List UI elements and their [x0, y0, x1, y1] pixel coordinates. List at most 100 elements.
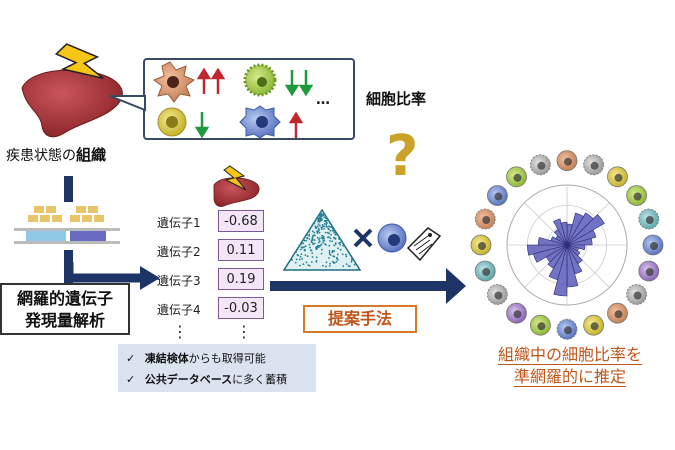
- triangle-dot: [342, 265, 345, 268]
- flow-arrow-to-genes: [64, 262, 160, 290]
- triangle-dot: [334, 233, 336, 236]
- triangle-dot: [328, 244, 331, 247]
- triangle-dot: [319, 244, 322, 247]
- triangle-dot: [353, 263, 356, 266]
- analysis-line-1: 網羅的遺伝子: [16, 289, 113, 308]
- tissue-label-prefix: 疾患状態の: [6, 148, 76, 164]
- triangle-dot: [308, 231, 310, 233]
- rose-bar: [527, 244, 568, 256]
- gene-label-1: 遺伝子1: [157, 216, 201, 230]
- triangle-dot: [328, 249, 331, 252]
- up-arrows-icon: [196, 67, 226, 94]
- triangle-dot: [298, 258, 301, 261]
- triangle-dot: [314, 225, 317, 228]
- triangle-dot: [325, 265, 327, 268]
- triangle-dot: [308, 264, 311, 267]
- result-text: 組織中の細胞比率を 準網羅的に推定: [470, 344, 670, 388]
- triangle-dot: [318, 213, 320, 216]
- triangle-dot: [334, 243, 337, 246]
- rose-bar: [560, 221, 568, 246]
- triangle-dot: [311, 238, 314, 241]
- triangle-dot: [300, 253, 303, 256]
- triangle-dot: [305, 239, 308, 242]
- triangle-dot: [304, 249, 306, 252]
- labeled-cell-icon: [377, 223, 407, 253]
- triangle-dot: [304, 245, 307, 248]
- triangle-dot: [318, 244, 321, 247]
- triangle-dot: [328, 257, 330, 259]
- triangle-dot: [299, 264, 301, 267]
- triangle-dot: [345, 255, 348, 258]
- triangle-dot: [313, 242, 316, 245]
- triangle-dot: [313, 234, 315, 236]
- triangle-dot: [317, 241, 320, 244]
- triangle-dot: [316, 247, 318, 250]
- tissue-label: 疾患状態の組織: [6, 144, 106, 165]
- ring-cell-icon: [626, 284, 647, 305]
- ring-cell-icon: [583, 154, 604, 176]
- cell-yellow-icon: [157, 107, 187, 137]
- triangle-dot: [323, 213, 326, 216]
- triangle-dot: [330, 233, 332, 236]
- triangle-dot: [349, 265, 351, 268]
- tissue-label-emphasis: 組織: [76, 146, 107, 164]
- triangle-dot: [310, 249, 313, 252]
- triangle-dot: [326, 219, 329, 222]
- triangle-dot: [323, 225, 326, 228]
- triangle-dot: [306, 255, 309, 258]
- triangle-dot: [328, 225, 330, 228]
- gene-label-4: 遺伝子4: [157, 303, 201, 317]
- ring-cell-icon: [474, 260, 496, 282]
- benefit-1-bold: 凍結検体: [144, 352, 189, 365]
- triangle-dot: [329, 230, 332, 232]
- triangle-dot: [339, 243, 342, 246]
- triangle-dot: [333, 262, 336, 264]
- triangle-dot: [331, 227, 334, 230]
- rose-bar: [566, 238, 593, 246]
- triangle-dot: [301, 257, 303, 260]
- triangle-dot: [311, 252, 314, 255]
- triangle-dot: [331, 240, 334, 243]
- triangle-dot: [325, 217, 327, 220]
- ring-cell-icon: [474, 208, 496, 230]
- triangle-dot: [323, 228, 325, 230]
- triangle-dot: [317, 228, 320, 230]
- triangle-dot: [299, 255, 302, 258]
- triangle-dot: [320, 226, 323, 229]
- triangle-dot: [333, 244, 336, 247]
- callout-ellipsis: …: [316, 92, 330, 108]
- triangle-dot: [303, 239, 306, 242]
- triangle-dot: [308, 233, 311, 236]
- triangle-dot: [329, 237, 332, 240]
- rose-bar: [548, 244, 568, 281]
- triangle-dot: [311, 256, 314, 258]
- triangle-dot: [294, 261, 297, 264]
- triangle-dot: [320, 228, 323, 231]
- triangle-dot: [286, 264, 288, 267]
- triangle-dot: [318, 229, 320, 232]
- triangle-dot: [310, 261, 313, 263]
- triangle-dot: [308, 243, 311, 246]
- triangle-dot: [317, 220, 319, 223]
- gene-value-3: 0.19: [218, 268, 264, 290]
- triangle-dot: [300, 243, 303, 245]
- triangle-dot: [320, 243, 323, 246]
- triangle-dot: [345, 253, 347, 256]
- rose-bar: [547, 244, 568, 269]
- gene-value-1: -0.68: [218, 210, 264, 232]
- callout-pointer: [109, 95, 146, 112]
- triangle-dot: [325, 226, 328, 228]
- liver-icon: [21, 69, 123, 138]
- triangle-dot: [303, 246, 306, 248]
- analysis-line-2: 発現量解析: [24, 311, 105, 330]
- rose-bar: [553, 218, 568, 246]
- triangle-dot: [320, 252, 323, 255]
- triangle-dot: [319, 224, 321, 227]
- triangle-dot: [306, 236, 309, 239]
- result-line-1: 組織中の細胞比率を: [497, 345, 642, 365]
- triangle-dot: [316, 230, 318, 233]
- ring-cell-icon: [486, 284, 508, 305]
- ring-cell-icon: [530, 154, 551, 176]
- triangle-dot: [300, 246, 303, 249]
